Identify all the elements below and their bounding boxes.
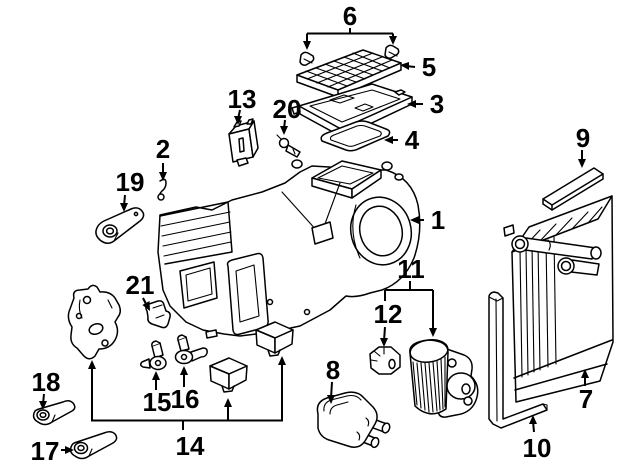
part-hvac-housing — [157, 159, 421, 341]
callout-1[interactable]: 1 — [410, 205, 445, 235]
callout-16[interactable]: 16 — [171, 366, 200, 414]
arrowhead — [234, 116, 242, 125]
part-link-arm-b — [32, 399, 76, 426]
arrowhead — [152, 371, 160, 380]
arrowhead — [407, 100, 416, 108]
part-sensor — [276, 134, 301, 158]
arrowhead — [389, 36, 397, 45]
part-link-arm-a — [69, 430, 118, 460]
part-blower-motor — [409, 339, 479, 418]
callout-20[interactable]: 20 — [273, 94, 302, 135]
callout-label: 9 — [576, 123, 590, 153]
arrowhead — [400, 62, 409, 70]
callout-label: 4 — [405, 125, 420, 155]
bracket-line — [306, 28, 394, 44]
callout-label: 2 — [156, 134, 170, 164]
callout-21[interactable]: 21 — [126, 270, 155, 311]
arrowhead — [581, 369, 589, 378]
part-retaining-clip-left — [299, 51, 315, 66]
part-actuator-b — [209, 357, 248, 393]
part-gasket-seal — [320, 120, 391, 152]
callout-11[interactable]: 11 — [384, 254, 437, 337]
callout-label: 20 — [273, 94, 302, 124]
arrowhead — [327, 395, 335, 404]
callout-label: 16 — [171, 384, 200, 414]
part-resistor-module — [228, 118, 259, 167]
callout-label: 1 — [431, 205, 445, 235]
part-retaining-clip-right — [384, 44, 400, 59]
callout-5[interactable]: 5 — [400, 52, 436, 82]
callout-label: 3 — [430, 89, 444, 119]
callout-17[interactable]: 17 — [31, 436, 74, 466]
callout-label: 11 — [397, 254, 425, 284]
callout-10[interactable]: 10 — [523, 415, 552, 463]
arrowhead — [39, 401, 47, 410]
part-valve-stem-a — [139, 340, 167, 371]
arrowhead — [410, 216, 419, 224]
arrowhead — [142, 301, 150, 311]
part-expansion-valve — [316, 391, 391, 449]
callout-3[interactable]: 3 — [407, 89, 444, 119]
callout-19[interactable]: 19 — [116, 167, 145, 212]
arrowhead — [180, 366, 188, 375]
callout-15[interactable]: 15 — [143, 371, 172, 417]
arrowhead — [578, 159, 586, 168]
callout-14[interactable]: 14 — [88, 356, 286, 461]
part-heater-core — [503, 195, 614, 403]
part-clip — [157, 178, 167, 201]
callout-label: 14 — [176, 431, 205, 461]
part-mounting-bracket — [67, 284, 122, 360]
callout-label: 7 — [579, 384, 593, 414]
callout-6[interactable]: 6 — [303, 1, 397, 50]
callout-label: 12 — [374, 299, 403, 329]
arrowhead — [429, 328, 437, 337]
callout-label: 19 — [116, 167, 145, 197]
arrowhead — [120, 203, 128, 212]
callout-label: 18 — [32, 367, 61, 397]
callout-18[interactable]: 18 — [32, 367, 61, 410]
callout-2[interactable]: 2 — [156, 134, 170, 181]
arrowhead — [529, 415, 537, 424]
callout-7[interactable]: 7 — [579, 369, 593, 414]
arrowhead — [280, 126, 288, 135]
callout-label: 8 — [326, 355, 340, 385]
part-actuator-a — [255, 321, 294, 357]
callout-label: 5 — [422, 52, 436, 82]
callout-label: 17 — [31, 436, 60, 466]
arrowhead — [380, 338, 388, 347]
arrowhead — [65, 446, 74, 454]
part-seal-strip — [542, 167, 604, 211]
callout-label: 6 — [343, 1, 357, 31]
callout-4[interactable]: 4 — [384, 125, 420, 155]
arrowhead — [278, 356, 286, 365]
arrowhead — [159, 172, 167, 181]
callout-label: 15 — [143, 387, 172, 417]
arrowhead — [384, 136, 393, 144]
part-small-bracket — [369, 346, 401, 375]
arrowhead — [303, 41, 311, 50]
callout-label: 21 — [126, 270, 155, 300]
callout-8[interactable]: 8 — [326, 355, 340, 404]
callout-12[interactable]: 12 — [374, 299, 403, 347]
part-valve-stem-b — [174, 334, 208, 365]
part-l-seal-strip — [488, 291, 548, 429]
callout-label: 10 — [523, 433, 552, 463]
arrowhead — [88, 360, 96, 369]
callout-label: 13 — [228, 84, 257, 114]
arrowhead — [224, 398, 232, 407]
part-control-lever-arm — [95, 207, 145, 244]
callout-9[interactable]: 9 — [576, 123, 590, 168]
bracket-line — [384, 281, 434, 331]
callout-13[interactable]: 13 — [228, 84, 257, 125]
